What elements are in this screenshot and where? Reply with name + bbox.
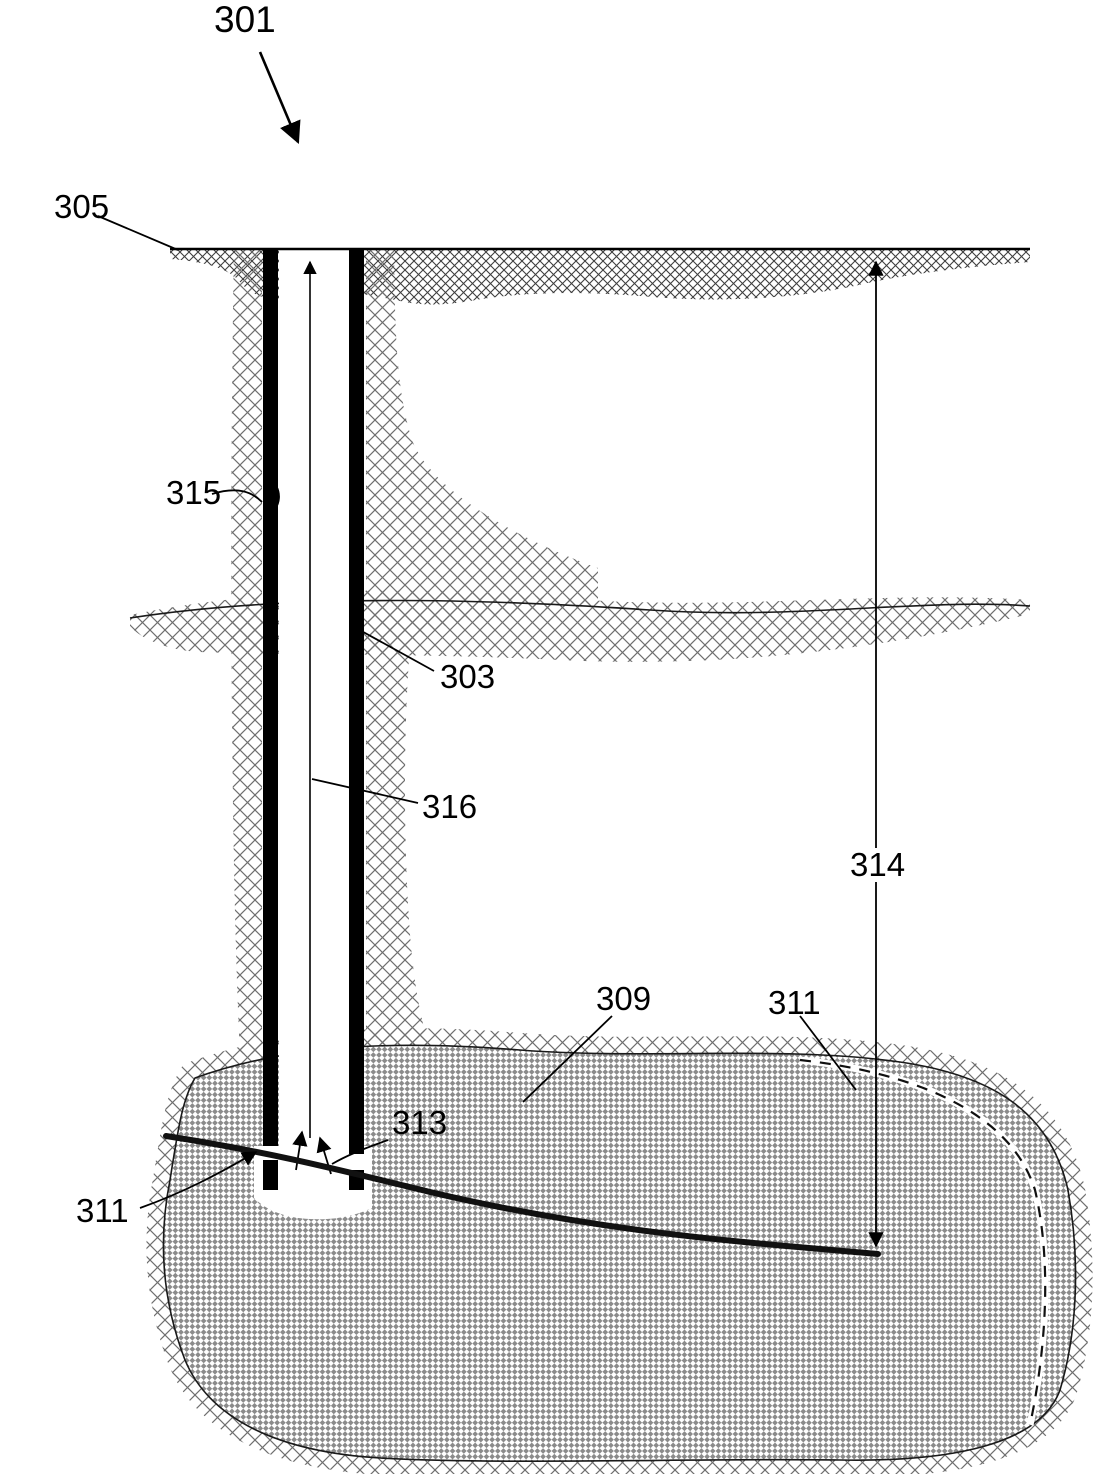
leader-315 [211, 489, 263, 503]
label-305: 305 [54, 188, 109, 225]
casing-arc-mark [263, 476, 280, 520]
leader-313 [331, 1139, 389, 1165]
leader-305 [97, 215, 179, 251]
label-315: 315 [166, 474, 221, 511]
label-316: 316 [422, 788, 477, 825]
label-311-left: 311 [76, 1192, 129, 1229]
label-314: 314 [850, 846, 905, 883]
reservoir-dashed-boundary [799, 1058, 1047, 1426]
leader-316 [311, 778, 419, 804]
leader-311-left [139, 1151, 258, 1209]
leader-303 [355, 627, 435, 672]
wellbore-interior [279, 250, 349, 1150]
label-313: 313 [392, 1104, 447, 1141]
casing-right [349, 248, 364, 1154]
label-311-right: 311 [768, 984, 821, 1021]
annulus-hatch-right [366, 248, 598, 1056]
wellbore-bottom-cavity [254, 1146, 372, 1220]
casing-left [263, 248, 278, 1146]
casing-left-stub [263, 1160, 278, 1190]
pointer-arrow-301 [258, 51, 301, 145]
label-309: 309 [596, 980, 651, 1017]
leader-309 [522, 1015, 613, 1103]
label-301: 301 [214, 0, 276, 40]
label-314-bg [846, 848, 904, 882]
reservoir-body [162, 1044, 1077, 1462]
inflow-arrow-left [292, 1130, 308, 1171]
fluid-contact-curve [163, 1133, 881, 1257]
label-303: 303 [440, 658, 495, 695]
leader-311-right [799, 1015, 857, 1091]
